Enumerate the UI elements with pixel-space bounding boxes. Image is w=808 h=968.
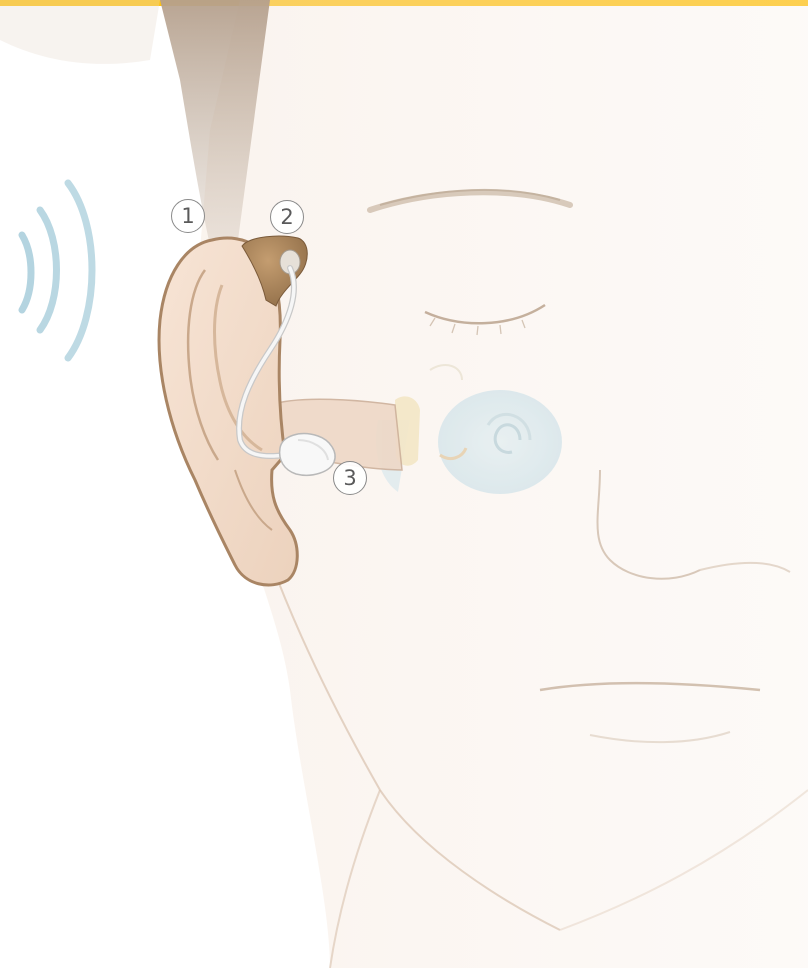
sound-waves-icon bbox=[22, 183, 92, 358]
callout-number-1: 1 bbox=[181, 206, 194, 227]
callout-number-2: 2 bbox=[280, 207, 293, 228]
callout-number-3: 3 bbox=[343, 468, 356, 489]
callout-marker-3: 3 bbox=[333, 461, 367, 495]
ear-dome-tip bbox=[280, 434, 335, 476]
callout-marker-2: 2 bbox=[270, 200, 304, 234]
callout-marker-1: 1 bbox=[171, 199, 205, 233]
